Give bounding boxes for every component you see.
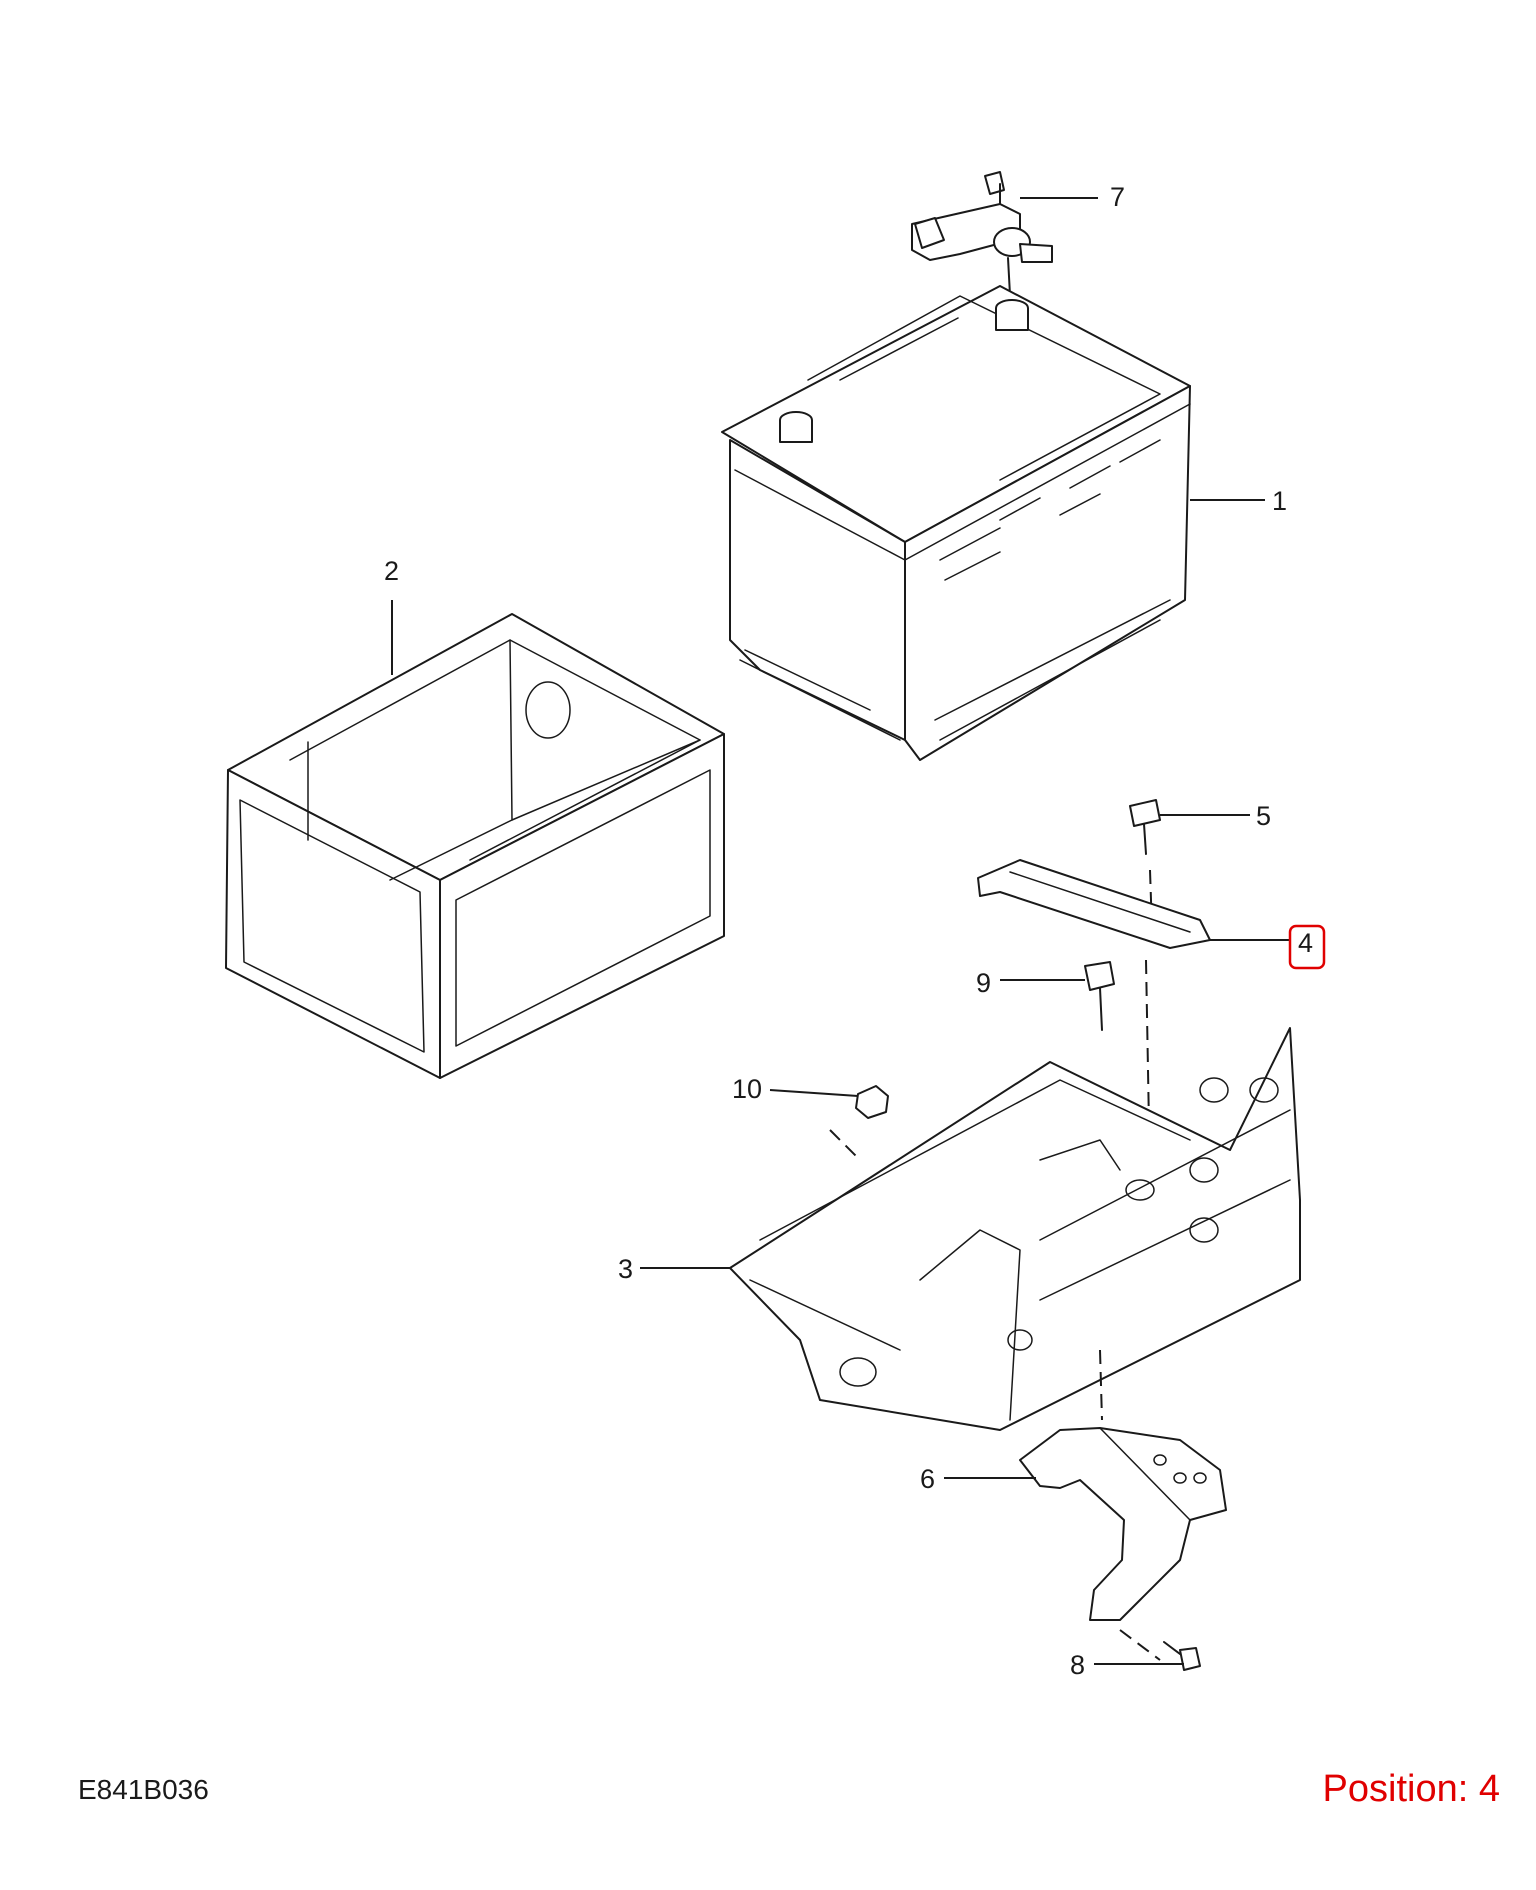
callout-10[interactable]: 10 xyxy=(732,1074,762,1104)
callout-2[interactable]: 2 xyxy=(384,556,399,586)
part-7-battery-sensor[interactable] xyxy=(911,171,1053,296)
part-3-battery-tray[interactable] xyxy=(640,1027,1301,1431)
position-4-highlight xyxy=(1288,924,1326,970)
callout-9[interactable]: 9 xyxy=(976,968,991,998)
callout-1[interactable]: 1 xyxy=(1272,486,1287,516)
part-10-tray-nut[interactable] xyxy=(769,1085,889,1161)
part-6-support-bracket[interactable] xyxy=(944,1349,1227,1661)
callout-3[interactable]: 3 xyxy=(618,1254,633,1284)
part-5-clamp-bolt[interactable] xyxy=(1129,799,1250,931)
callout-5[interactable]: 5 xyxy=(1256,801,1271,831)
part-8-bracket-bolt[interactable] xyxy=(1094,1641,1201,1671)
callout-6[interactable]: 6 xyxy=(920,1464,935,1494)
callout-8[interactable]: 8 xyxy=(1070,1650,1085,1680)
part-9-tray-bolt[interactable] xyxy=(1000,961,1115,1031)
part-2-insulation-box[interactable] xyxy=(225,600,725,1079)
diagram-code: E841B036 xyxy=(78,1774,209,1805)
callout-4[interactable]: 4 xyxy=(1298,928,1313,958)
selected-position-label: Position: 4 xyxy=(1322,1768,1500,1810)
callout-7[interactable]: 7 xyxy=(1110,182,1125,212)
part-1-battery[interactable] xyxy=(721,285,1265,761)
